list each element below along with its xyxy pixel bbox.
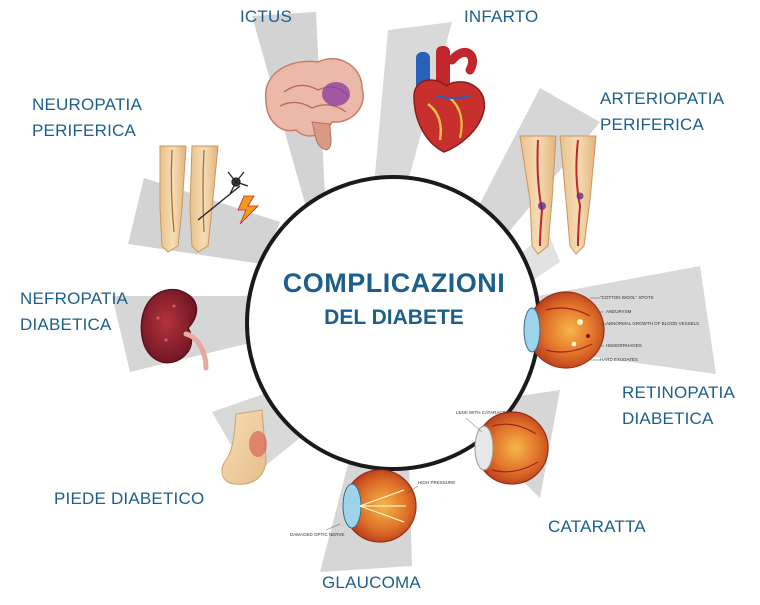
label-glaucoma: GLAUCOMA: [322, 573, 421, 592]
label-cataratta: CATARATTA: [548, 517, 646, 536]
title-line2: DEL DIABETE: [324, 306, 464, 329]
heart-icon: [413, 46, 485, 153]
brain-icon: [265, 57, 365, 151]
label-piede: PIEDE DIABETICO: [54, 489, 205, 508]
eye-glaucoma-icon: HIGH PRESSURE DAMAGED OPTIC NERVE: [290, 469, 455, 543]
annotation-hard-exudates: HARD EXUDATES: [600, 357, 638, 362]
ray-infarto: [372, 22, 452, 210]
neuron-icon: [227, 171, 249, 195]
label-infarto: INFARTO: [464, 7, 539, 26]
center-title: COMPLICAZIONI DEL DIABETE: [264, 265, 524, 335]
title-line1: COMPLICAZIONI: [282, 268, 506, 298]
eye-retina-icon: "COTTON WOOL" SPOTS ANEURYSM ABNORMAL GR…: [523, 291, 699, 369]
annotation-aneurysm: ANEURYSM: [606, 309, 632, 314]
label-neuropatia: NEUROPATIA PERIFERICA: [32, 95, 142, 140]
annotation-damaged-optic-nerve: DAMAGED OPTIC NERVE: [290, 532, 344, 537]
annotation-high-pressure: HIGH PRESSURE: [418, 480, 455, 485]
annotation-lens-cataracts: LENS WITH CATARACTS: [456, 410, 508, 415]
legs-nerve-icon: [159, 145, 259, 253]
label-nefropatia: NEFROPATIA DIABETICA: [20, 289, 129, 334]
annotation-hemorrhages: HEMORRHAGES: [606, 343, 642, 348]
legs-arteries-icon: [519, 135, 597, 255]
label-arteriopatia: ARTERIOPATIA PERIFERICA: [600, 89, 725, 134]
label-retinopatia: RETINOPATIA DIABETICA: [622, 383, 736, 428]
foot-icon: [221, 409, 267, 485]
kidney-icon: [140, 288, 209, 371]
annotation-abnormal-growth: ABNORMAL GROWTH OF BLOOD VESSELS: [606, 321, 699, 326]
label-ictus: ICTUS: [240, 7, 292, 26]
annotation-cotton-wool: "COTTON WOOL" SPOTS: [600, 295, 654, 300]
eye-cataract-icon: LENS WITH CATARACTS: [456, 410, 549, 485]
lightning-icon: [237, 195, 259, 225]
